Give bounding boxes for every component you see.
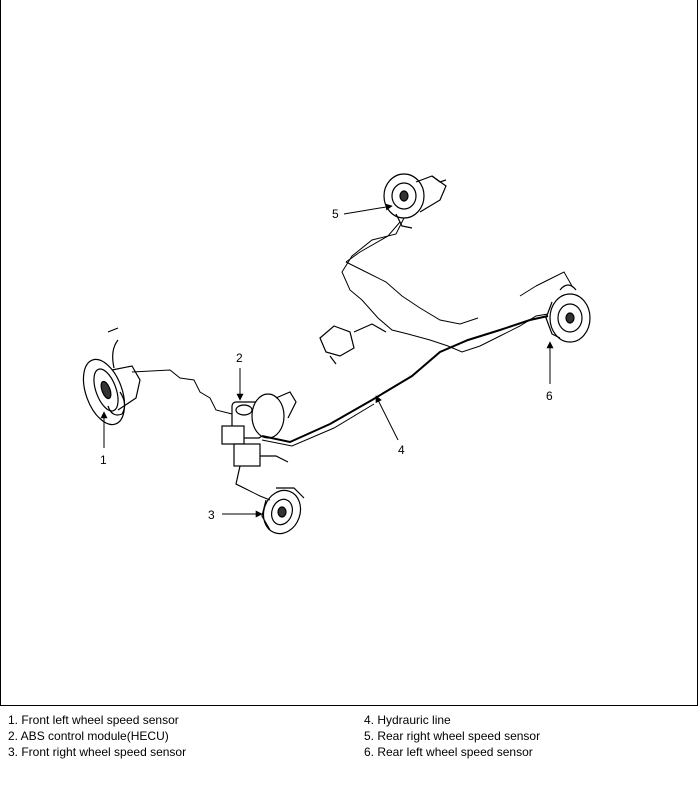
callout-6: 6: [546, 389, 553, 403]
brake-lines: [131, 217, 573, 501]
callout-3: 3: [208, 508, 215, 522]
brake-system-diagram: 1 2 3 4 5 6: [82, 173, 591, 535]
diagram-frame: [0, 0, 698, 706]
legend-item: 2. ABS control module(HECU): [8, 729, 169, 743]
legend-item: 5. Rear right wheel speed sensor: [364, 729, 541, 743]
callout-4: 4: [398, 443, 405, 457]
legend-item: 3. Front right wheel speed sensor: [8, 745, 187, 759]
parts-legend: 1. Front left wheel speed sensor 2. ABS …: [0, 712, 700, 772]
legend-item: 4. Hydrauric line: [364, 713, 451, 727]
callout-leaders: [100, 203, 554, 518]
legend-item: 6. Rear left wheel speed sensor: [364, 745, 533, 759]
front-right-wheel: [261, 487, 305, 535]
rear-right-wheel: [383, 173, 447, 229]
legend-item: 1. Front left wheel speed sensor: [8, 713, 179, 727]
callout-5: 5: [332, 207, 339, 221]
callout-2: 2: [236, 351, 243, 365]
legend-column-left: 1. Front left wheel speed sensor 2. ABS …: [8, 712, 186, 760]
front-left-wheel: [82, 327, 141, 426]
rear-bracket: [319, 323, 387, 365]
rear-left-wheel: [545, 284, 591, 343]
callout-1: 1: [100, 453, 107, 467]
abs-module: [221, 391, 297, 491]
legend-column-right: 4. Hydrauric line 5. Rear right wheel sp…: [364, 712, 540, 760]
